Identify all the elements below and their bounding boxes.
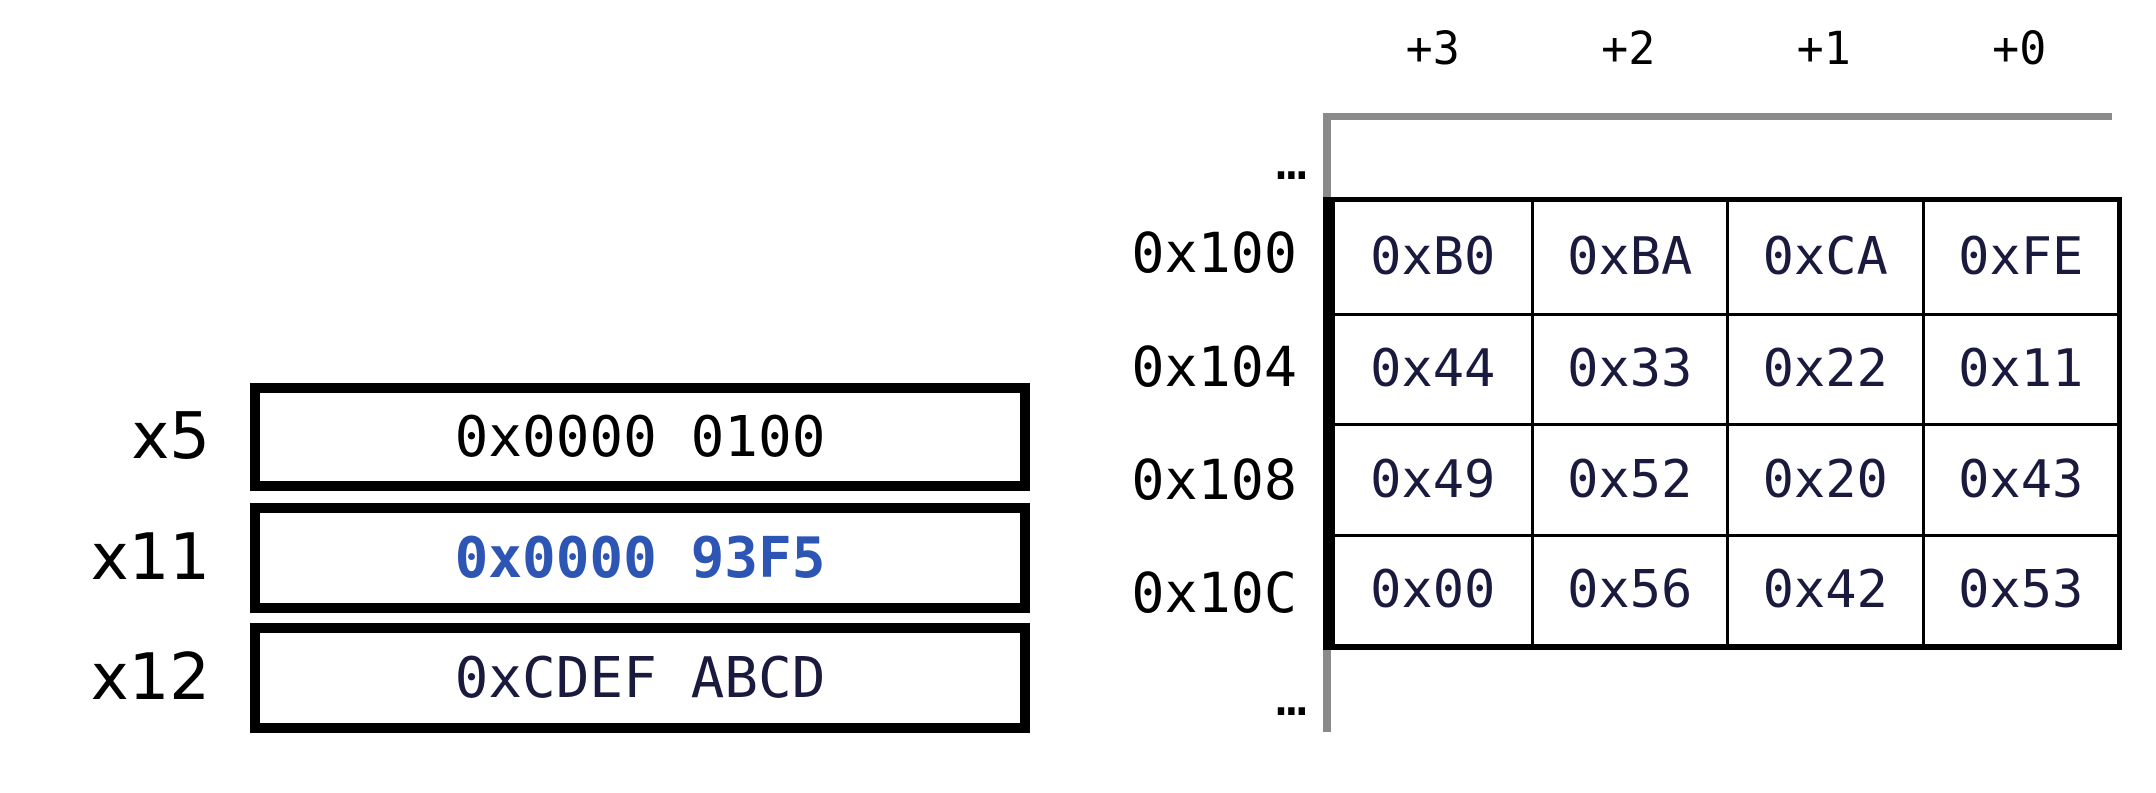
memory-byte-offset-headers: +3 +2 +1 +0 [1335,20,2117,76]
register-value-x12: 0xCDEF ABCD [454,645,826,711]
register-box-x5: 0x0000 0100 [250,383,1030,491]
memory-header-plus2: +2 [1601,21,1656,75]
memory-header-plus3: +3 [1405,21,1460,75]
memory-cell: 0x11 [1921,312,2117,423]
memory-cell: 0x42 [1726,533,1922,644]
memory-cell: 0x53 [1921,533,2117,644]
memory-address-label-0x100: 0x100 [1131,221,1297,285]
memory-cell: 0x33 [1530,312,1726,423]
memory-header-plus0: +0 [1992,21,2047,75]
register-box-x11: 0x0000 93F5 [250,503,1030,613]
memory-cell: 0xFE [1921,202,2117,313]
memory-cell: 0x22 [1726,312,1922,423]
register-value-x5: 0x0000 0100 [454,404,826,470]
memory-cell: 0xBA [1530,202,1726,313]
memory-header-plus1: +1 [1796,21,1851,75]
memory-address-label-0x108: 0x108 [1131,448,1297,512]
memory-cell: 0x52 [1530,423,1726,534]
memory-cell: 0x49 [1335,423,1531,534]
memory-cell: 0x56 [1530,533,1726,644]
memory-cell: 0x43 [1921,423,2117,534]
memory-cell: 0xCA [1726,202,1922,313]
register-label-x12: x12 [90,641,210,715]
memory-axis-vertical-line-top [1323,113,1331,197]
register-box-x12: 0xCDEF ABCD [250,623,1030,733]
register-label-x5: x5 [131,400,210,474]
memory-cell: 0x00 [1335,533,1531,644]
memory-ellipsis-top: … [1275,132,1307,192]
register-label-x11: x11 [90,521,210,595]
memory-address-label-0x10C: 0x10C [1131,561,1297,625]
memory-cell: 0x44 [1335,312,1531,423]
register-value-x11: 0x0000 93F5 [454,525,826,591]
memory-address-label-0x104: 0x104 [1131,335,1297,399]
memory-axis-vertical-line-bottom [1323,650,1331,732]
memory-axis-horizontal-line [1323,113,2112,120]
memory-cell: 0x20 [1726,423,1922,534]
memory-table: 0xB0 0xBA 0xCA 0xFE 0x44 0x33 0x22 0x11 … [1323,197,2122,650]
memory-ellipsis-bottom: … [1275,668,1307,728]
memory-cell: 0xB0 [1335,202,1531,313]
